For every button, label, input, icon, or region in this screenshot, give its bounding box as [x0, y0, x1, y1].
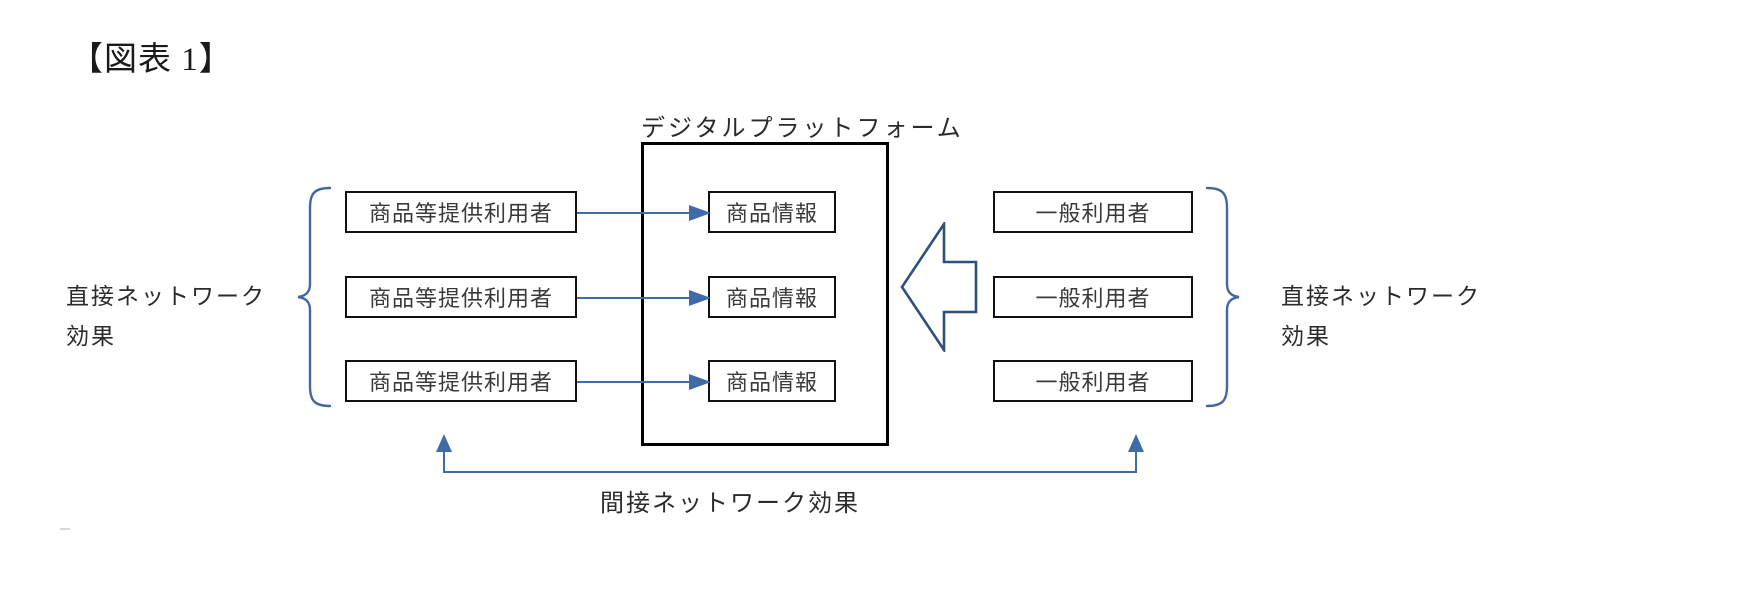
platform-label: デジタルプラットフォーム	[641, 116, 964, 142]
flow-arrow-icon	[577, 287, 713, 309]
supplier-box: 商品等提供利用者	[345, 360, 577, 402]
supplier-box: 商品等提供利用者	[345, 276, 577, 318]
indirect-effect-connector	[430, 430, 1150, 500]
consumer-box: 一般利用者	[993, 276, 1193, 318]
product-info-box: 商品情報	[708, 360, 836, 402]
page-title: 【図表 1】	[70, 42, 233, 78]
direct-network-effect-left-line1: 直接ネットワーク	[66, 284, 266, 309]
right-curly-bracket	[1205, 186, 1241, 408]
consumer-box: 一般利用者	[993, 191, 1193, 233]
platform-container-box	[641, 142, 889, 446]
page-speck	[60, 528, 70, 530]
flow-arrow-icon	[577, 371, 713, 393]
direct-network-effect-right-line2: 効果	[1281, 324, 1331, 349]
left-block-arrow-icon	[898, 219, 978, 355]
consumer-box: 一般利用者	[993, 360, 1193, 402]
left-curly-bracket	[296, 186, 332, 408]
product-info-box: 商品情報	[708, 276, 836, 318]
direct-network-effect-right-label: 直接ネットワーク 効果	[1281, 277, 1481, 357]
direct-network-effect-right-line1: 直接ネットワーク	[1281, 284, 1481, 309]
supplier-box: 商品等提供利用者	[345, 191, 577, 233]
direct-network-effect-left-line2: 効果	[66, 324, 116, 349]
direct-network-effect-left-label: 直接ネットワーク 効果	[66, 277, 266, 357]
flow-arrow-icon	[577, 202, 713, 224]
product-info-box: 商品情報	[708, 191, 836, 233]
indirect-network-effect-label: 間接ネットワーク効果	[600, 491, 860, 517]
